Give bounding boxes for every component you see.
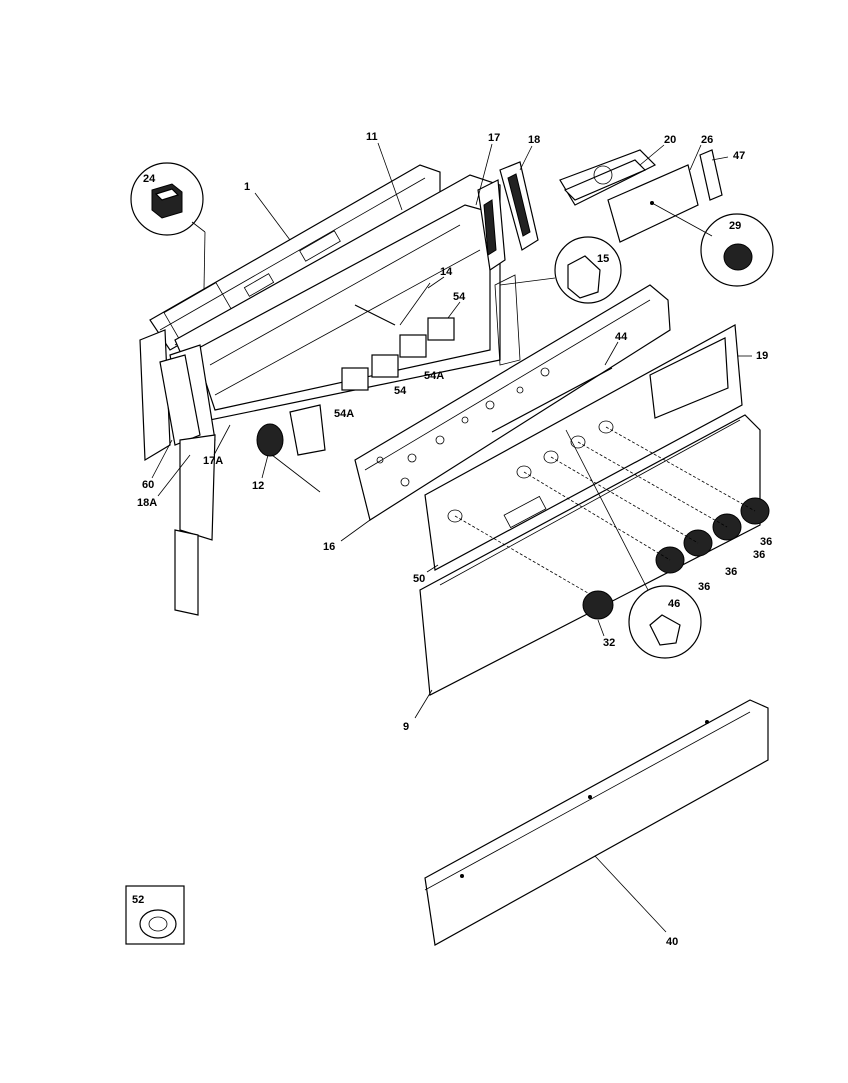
callout-50: 50: [413, 573, 425, 585]
callout-1: 1: [244, 181, 250, 193]
callout-36-a: 36: [760, 536, 772, 548]
callout-18: 18: [528, 134, 540, 146]
callout-36-d: 36: [698, 581, 710, 593]
knobs-36: [454, 426, 770, 601]
part-40-trim: [424, 699, 769, 946]
switch-components: [341, 282, 455, 391]
callout-14: 14: [440, 266, 453, 278]
callout-40: 40: [666, 936, 678, 948]
callout-20: 20: [664, 134, 676, 146]
callout-54a-b: 54A: [424, 370, 444, 382]
callout-17a: 17A: [203, 455, 223, 467]
callout-36-b: 36: [753, 549, 765, 561]
callout-47: 47: [733, 150, 745, 162]
callout-11: 11: [366, 131, 378, 143]
part-29-inset: [651, 202, 774, 287]
leader-lines: [151, 142, 752, 933]
part-19-fascia: [424, 324, 743, 571]
part-12-thermostat: [256, 404, 326, 493]
callout-36-c: 36: [725, 566, 737, 578]
callout-44: 44: [615, 331, 628, 343]
callout-17: 17: [488, 132, 500, 144]
part-20-clock: [559, 149, 657, 206]
callout-12: 12: [252, 480, 264, 492]
callout-52: 52: [132, 894, 144, 906]
callout-54-a: 54: [453, 291, 466, 303]
part-9-lower-panel: [419, 414, 761, 696]
callout-32: 32: [603, 637, 615, 649]
callout-15: 15: [597, 253, 609, 265]
knob-32: [582, 590, 614, 620]
callout-16: 16: [323, 541, 335, 553]
callout-labels: 1 11 17 18 20 26 47 24 14 54 15 29 44 19…: [132, 131, 772, 948]
callout-24: 24: [143, 173, 156, 185]
callout-9: 9: [403, 721, 409, 733]
part-16-control-panel: [354, 284, 671, 521]
callout-29: 29: [729, 220, 741, 232]
callout-54-b: 54: [394, 385, 407, 397]
callout-18a: 18A: [137, 497, 157, 509]
part-15-inset: [499, 236, 622, 304]
callout-60: 60: [142, 479, 154, 491]
callout-54a-c: 54A: [334, 408, 354, 420]
callout-26: 26: [701, 134, 713, 146]
callout-46: 46: [668, 598, 680, 610]
part-24-inset: [130, 162, 206, 346]
part-46-inset: [565, 429, 702, 659]
part-47-bracket: [699, 149, 723, 201]
part-52-box: [125, 885, 185, 945]
callout-19: 19: [756, 350, 768, 362]
part-17-18-brackets: [477, 161, 539, 366]
console-housing: [159, 174, 501, 616]
